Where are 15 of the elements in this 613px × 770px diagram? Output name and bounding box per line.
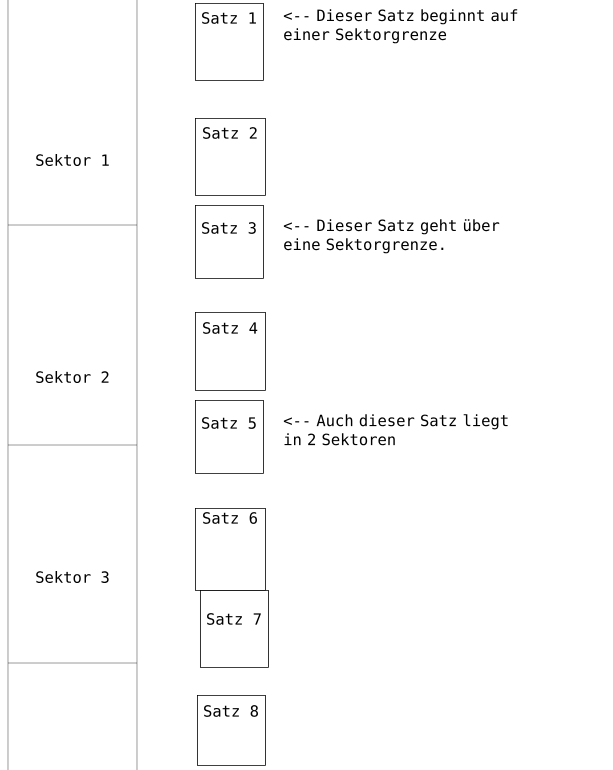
sector-box: Sektor 1	[8, 0, 138, 226]
record-box: Satz 5	[195, 400, 264, 474]
record-box: Satz 1	[195, 3, 264, 81]
sector-box: Sektor 2	[8, 224, 138, 446]
record-box: Satz 7	[200, 590, 269, 668]
record-box: Satz 6	[195, 508, 266, 591]
sector-box: Sektor 3	[8, 444, 138, 664]
record-box: Satz 8	[197, 695, 266, 766]
record-box: Satz 4	[195, 312, 266, 391]
annotation: <-- Dieser Satz geht über eine Sektorgrenze.	[284, 219, 500, 254]
record-box: Satz 3	[195, 205, 264, 279]
record-box: Satz 2	[195, 118, 266, 196]
annotation: <-- Dieser Satz beginnt auf einer Sektorgrenze	[284, 9, 518, 44]
sector-box	[8, 662, 138, 770]
annotation: <-- Auch dieser Satz liegt in 2 Sektoren	[284, 414, 508, 446]
